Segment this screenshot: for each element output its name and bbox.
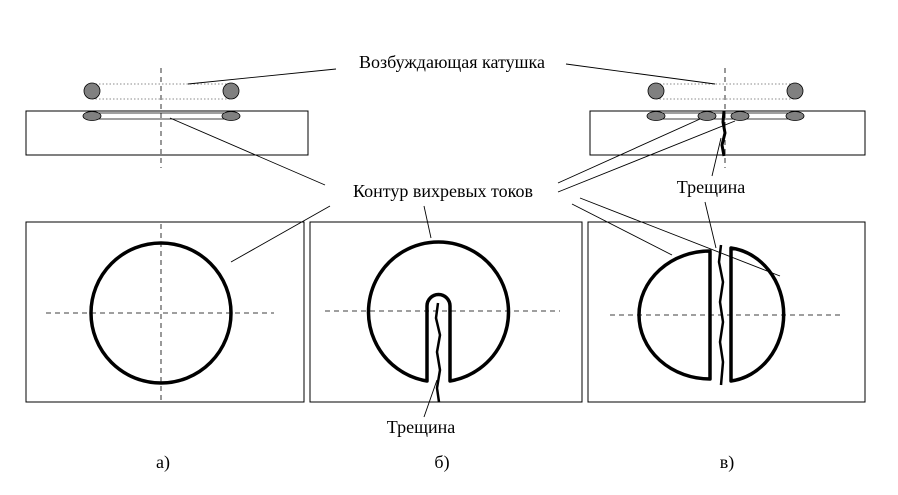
panel-b: [325, 240, 560, 403]
panel-b-eddy-contour: [366, 240, 511, 383]
top-left-eddy-right: [221, 111, 241, 121]
top-left-plate: [25, 110, 309, 156]
top-left-coil-left: [83, 82, 101, 100]
leader-coil-right: [565, 63, 716, 85]
top-right-eddy-outer-right: [785, 111, 805, 121]
leader-crack-panel-c: [704, 201, 717, 249]
panel-a-plate: [25, 221, 305, 403]
eddy-contour-label: Контур вихревых токов: [353, 181, 533, 201]
leader-eddy-panel-b: [423, 205, 432, 239]
crack-label-c: Трещина: [677, 177, 745, 197]
top-right-eddy-inner-right: [730, 111, 750, 121]
panel-a-label: а): [156, 452, 170, 473]
top-right-plate: [589, 110, 866, 156]
leader-eddy-panel-a: [230, 205, 331, 263]
leader-eddy-top-right-1: [557, 118, 701, 184]
panel-c: [610, 244, 842, 386]
coil-label: Возбуждающая катушка: [359, 52, 545, 72]
top-left-assembly: [25, 68, 309, 168]
top-left-coil-right: [222, 82, 240, 100]
top-right-crack: [720, 110, 727, 157]
leader-crack-top: [711, 137, 722, 177]
panel-a: [46, 224, 274, 400]
crack-label-b: Трещина: [387, 417, 455, 437]
panel-b-label: б): [434, 452, 449, 473]
panel-b-plate: [309, 221, 583, 403]
top-right-assembly: [589, 68, 866, 168]
top-right-eddy-inner-left: [697, 111, 717, 121]
leader-eddy-top-right-2: [557, 120, 736, 193]
leader-eddy-panel-c-1: [571, 203, 673, 256]
top-right-coil-right: [786, 82, 804, 100]
top-right-coil-left: [647, 82, 665, 100]
panel-c-plate: [587, 221, 866, 403]
top-right-eddy-outer-left: [646, 111, 666, 121]
panel-a-eddy-contour: [89, 241, 233, 385]
leader-crack-panel-b: [423, 379, 438, 418]
leader-eddy-top-left: [169, 117, 326, 186]
panel-c-eddy-contour-left: [637, 249, 712, 381]
panel-c-eddy-contour-right: [729, 246, 786, 383]
top-left-eddy-left: [82, 111, 102, 121]
leader-coil-left: [187, 68, 337, 85]
panel-b-crack: [434, 302, 442, 403]
panel-c-crack: [717, 244, 725, 386]
leader-eddy-panel-c-2: [579, 197, 781, 277]
leader-lines: [169, 63, 781, 418]
panel-c-label: в): [720, 452, 735, 473]
